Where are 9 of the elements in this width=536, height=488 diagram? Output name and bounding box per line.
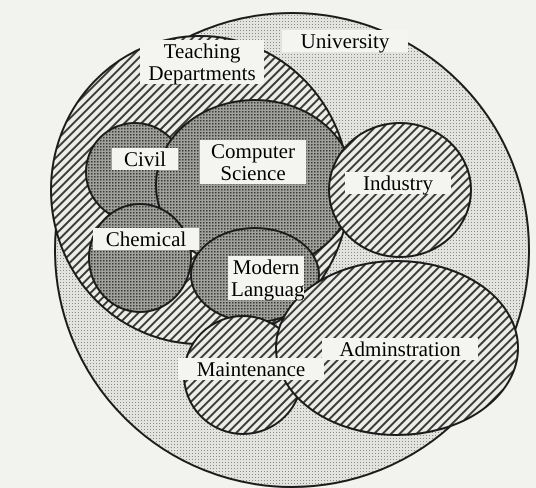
set-label: Industry bbox=[345, 172, 451, 194]
set-label: Civil bbox=[112, 148, 178, 170]
set-label: University bbox=[282, 30, 408, 52]
set-label: Computer Science bbox=[200, 140, 306, 184]
set-label: Adminstration bbox=[322, 338, 478, 360]
set-label: Modern Languag bbox=[228, 256, 304, 300]
set-label: Maintenance bbox=[178, 358, 324, 380]
set-label: Teaching Departments bbox=[140, 40, 264, 84]
set-label: Chemical bbox=[93, 228, 199, 250]
